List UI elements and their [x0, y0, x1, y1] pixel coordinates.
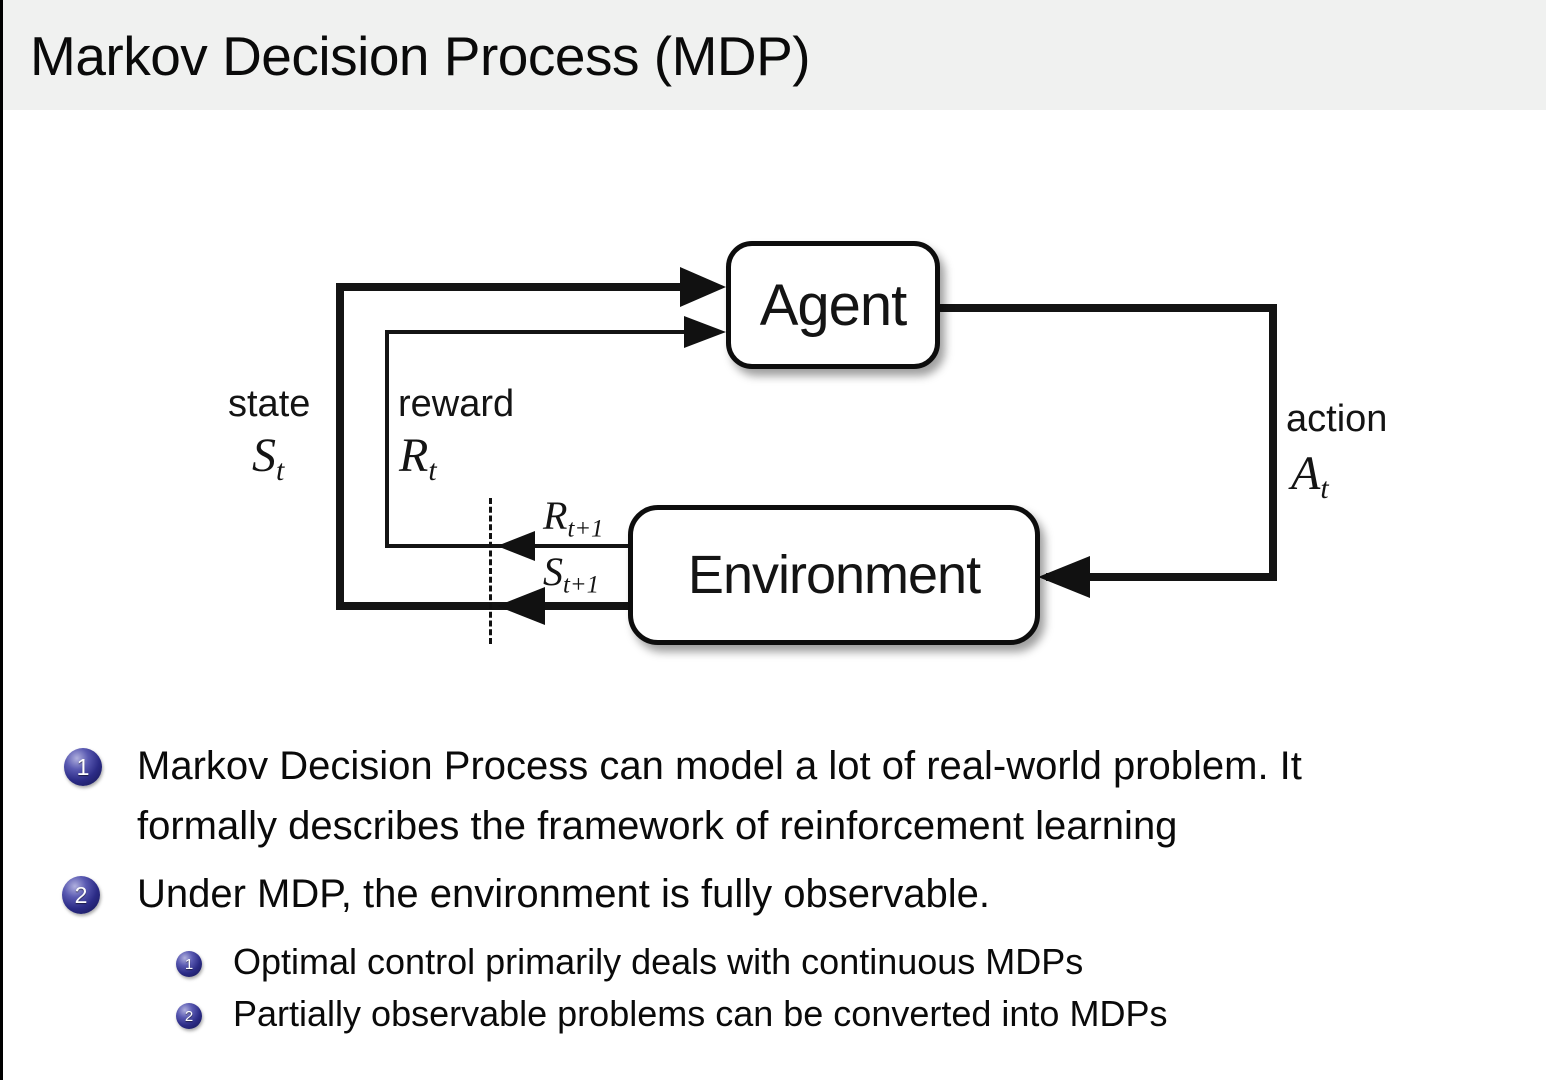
subitem-number-ball: 1 [176, 951, 202, 977]
state-arrowhead-into-agent [680, 267, 726, 307]
reward-symbol-label: Rt [399, 428, 437, 488]
action-symbol-label: At [1291, 446, 1329, 506]
next-reward-base: R [543, 493, 568, 538]
state-word-label: state [228, 383, 311, 425]
reward-line-vertical [385, 330, 389, 548]
mdp-diagram: Agent Environment state St reward Rt act… [0, 180, 1546, 700]
state-symbol-base: S [252, 429, 276, 482]
next-state-label: St+1 [543, 548, 599, 599]
action-symbol-base: A [1291, 447, 1321, 500]
item-number-ball: 1 [64, 748, 102, 786]
next-state-base: S [543, 549, 563, 594]
reward-symbol-subscript: t [428, 453, 437, 487]
state-line-top [336, 283, 696, 291]
bullet-1-line-1: Markov Decision Process can model a lot … [137, 744, 1302, 788]
slide-left-border [0, 0, 3, 1080]
item-number: 1 [76, 753, 90, 780]
action-symbol-subscript: t [1320, 471, 1329, 505]
action-word-label: action [1286, 398, 1388, 440]
item-number: 2 [74, 881, 88, 908]
next-state-subscript: t+1 [563, 571, 600, 599]
action-line-top [930, 304, 1277, 312]
next-reward-subscript: t+1 [567, 515, 604, 543]
subitem-number: 1 [184, 955, 194, 973]
subitem-number: 2 [184, 1007, 194, 1025]
state-symbol-subscript: t [276, 453, 285, 487]
bullet-1-line-2: formally describes the framework of rein… [137, 804, 1178, 848]
action-line-vertical [1269, 304, 1277, 581]
subitem-number-ball: 2 [176, 1003, 202, 1029]
bullet-2-line-1: Under MDP, the environment is fully obse… [137, 872, 991, 916]
sub-bullet-1: Optimal control primarily deals with con… [233, 941, 1084, 982]
item-number-ball: 2 [62, 876, 100, 914]
state-line-vertical [336, 283, 344, 610]
state-line-bottom [336, 602, 628, 610]
next-reward-arrowhead [497, 531, 535, 561]
environment-box: Environment [628, 505, 1040, 645]
next-reward-label: Rt+1 [543, 492, 603, 543]
timestep-dashed-line [489, 498, 492, 644]
state-symbol-label: St [252, 428, 284, 488]
reward-symbol-base: R [399, 429, 429, 482]
agent-box: Agent [726, 241, 940, 369]
action-line-bottom [1046, 573, 1277, 581]
environment-label: Environment [687, 545, 981, 605]
sub-bullet-2: Partially observable problems can be con… [233, 993, 1168, 1034]
next-state-arrowhead [497, 587, 545, 625]
title-bar: Markov Decision Process (MDP) [3, 0, 1546, 110]
reward-line-top [385, 330, 690, 334]
action-arrowhead-into-environment [1038, 556, 1090, 598]
page-title: Markov Decision Process (MDP) [30, 25, 811, 87]
agent-label: Agent [759, 272, 908, 338]
reward-word-label: reward [398, 383, 515, 425]
reward-arrowhead-into-agent [684, 316, 726, 348]
